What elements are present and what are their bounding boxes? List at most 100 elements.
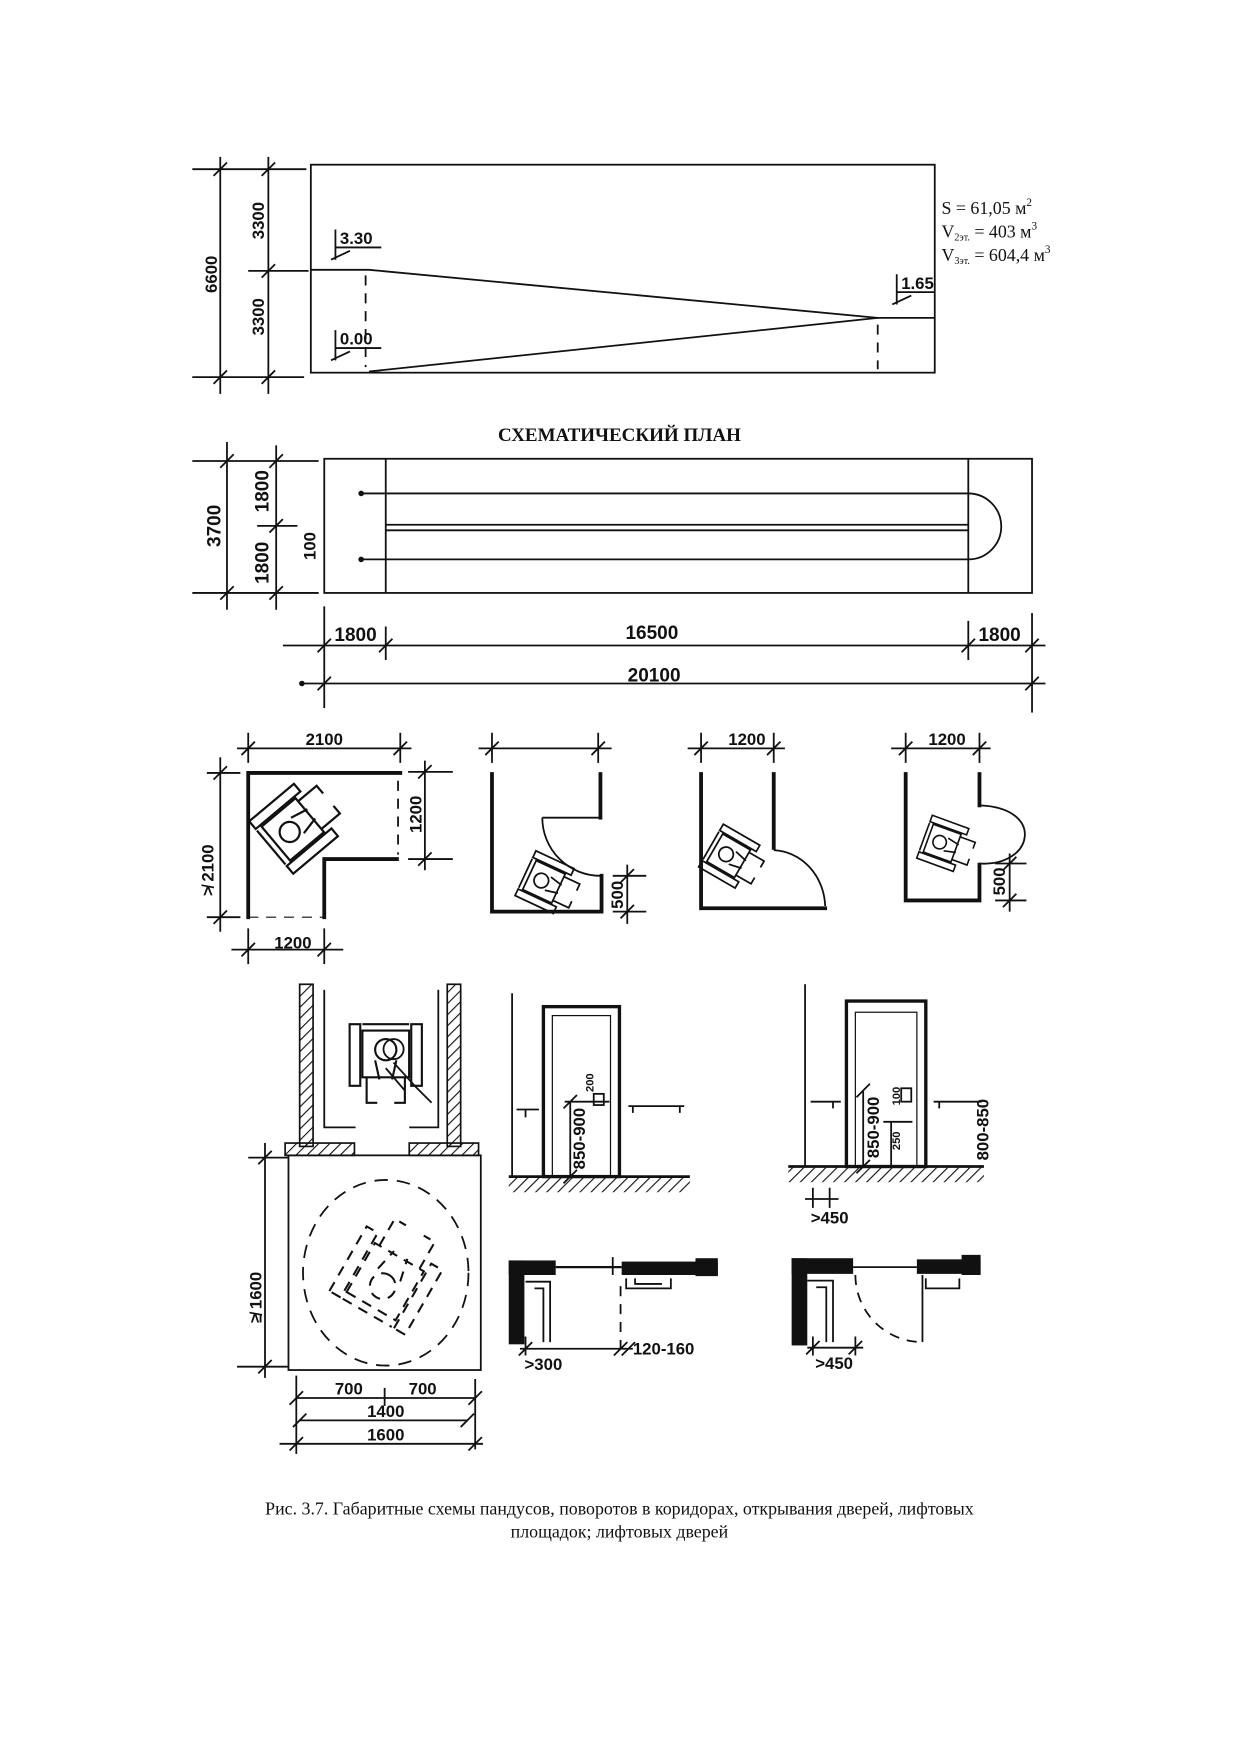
door-swing-arc <box>541 817 601 877</box>
dim-landing-left: 1800 <box>334 625 376 646</box>
wall-end-block <box>961 1254 981 1275</box>
shaft-wall-right <box>446 983 462 1148</box>
wall-top-right <box>621 1261 718 1275</box>
landing-area <box>287 1154 482 1371</box>
door-jamb <box>525 1257 614 1343</box>
side-clearance-dimension <box>805 1187 839 1208</box>
corridor-door-side: 1200 500 <box>891 730 1027 912</box>
door-frame <box>844 999 928 1169</box>
lift-door-elevation-right: 850-900 100 250 800-850 >450 <box>788 984 992 1228</box>
turning-circle <box>302 1179 470 1367</box>
area-label: S = 61,05 м2 <box>941 197 1032 218</box>
volume-2-sup: 3 <box>1031 221 1037 233</box>
volume-2-label: V2эт. = 403 м3 <box>941 221 1037 244</box>
dim-lift-width: 1600 <box>367 1425 404 1444</box>
lift-car-outline <box>323 989 440 1129</box>
dim-divider: 100 <box>300 532 319 560</box>
ramp-section: 6600 3300 3300 3.30 0.00 1.65 S = 61,05 … <box>192 156 1051 394</box>
plan-left-dimensions <box>192 441 319 610</box>
dim-l-turn-opening-bottom: 1200 <box>274 934 311 953</box>
wheelchair-icon <box>348 1023 423 1104</box>
wall-end-block <box>695 1258 718 1277</box>
dimension-ticks <box>693 741 782 756</box>
dim-lane-upper: 1800 <box>252 470 273 512</box>
handrail-end-lower <box>358 556 364 563</box>
level-mark-upper: 3.30 <box>330 229 382 261</box>
handrail-left <box>810 1100 841 1109</box>
call-button <box>900 1087 913 1103</box>
lift-door-elevation-left: 850-900 200 <box>508 993 690 1193</box>
volume-3-symbol: V <box>941 245 954 265</box>
plan-handrail <box>361 492 1003 561</box>
dim-door-outward-width: 1200 <box>728 730 765 749</box>
plan-dimension-line <box>805 1336 864 1356</box>
area-sup: 2 <box>1026 197 1032 209</box>
corridor-door-outward: 1200 <box>687 730 828 911</box>
door-inward-walls <box>490 772 604 914</box>
level-bottom-text: 0.00 <box>340 330 373 349</box>
handrail-end-upper <box>358 490 364 497</box>
person-arm <box>385 1061 433 1104</box>
floor-hatch <box>508 1177 690 1193</box>
l-turn-inner-wall <box>322 857 399 920</box>
l-turn-dimension-lines <box>206 732 453 965</box>
handrail-right <box>628 1105 685 1113</box>
dim-side-clearance: >450 <box>811 1209 849 1228</box>
figure-caption-line-1: Рис. 3.7. Габаритные схемы пандусов, пов… <box>265 1498 974 1518</box>
volume-3-value: = 604,4 м <box>970 245 1045 265</box>
area-text: S = 61,05 м <box>941 198 1026 218</box>
call-button <box>592 1092 605 1106</box>
dim-button-height: 850-900 <box>864 1097 883 1159</box>
dimension-ticks <box>219 453 284 601</box>
volume-2-sub: 2эт. <box>954 233 969 244</box>
dim-upper-height: 3300 <box>249 202 268 239</box>
figure-caption-line-2: площадок; лифтовых дверей <box>511 1522 729 1542</box>
floor-hatch <box>788 1167 984 1183</box>
volume-3-sup: 3 <box>1045 244 1051 256</box>
handrail-plan <box>924 1278 961 1290</box>
dim-door-side-width: 1200 <box>928 730 965 749</box>
dim-ramp-length: 16500 <box>625 623 678 644</box>
dim-button-size: 100 <box>891 1087 903 1106</box>
handrail-plan <box>625 1278 672 1290</box>
dim-side-clearance: >300 <box>525 1355 563 1374</box>
wall-column <box>508 1260 525 1345</box>
l-turn-outer-wall <box>246 771 403 920</box>
dim-lift-depth: ≱ 1600 <box>247 1272 266 1323</box>
plan-title: СХЕМАТИЧЕСКИЙ ПЛАН <box>498 424 741 446</box>
dim-landing-right: 1800 <box>978 625 1020 646</box>
ramp-upper-flight <box>310 268 935 319</box>
dimension-ticks <box>898 741 1018 908</box>
volume-3-label: V3эт. = 604,4 м3 <box>941 244 1050 267</box>
dim-lower: 250 <box>891 1131 903 1150</box>
dim-door-inward-clearance: 500 <box>608 881 627 909</box>
plan-dimension-line <box>518 1336 636 1357</box>
wall-top-left <box>791 1258 854 1274</box>
dimension-ticks <box>212 161 276 385</box>
ramp-dimension-lines <box>192 156 309 394</box>
volume-2-value: = 403 м <box>970 221 1032 241</box>
door-jamb <box>807 1279 834 1343</box>
corridor-door-inward: 500 <box>478 732 647 924</box>
door-outward-walls <box>699 772 828 911</box>
lift-door-plan-left: >300 120-160 <box>508 1257 718 1374</box>
corridor-l-turn: 2100 1200 ≯ 2100 1200 <box>199 730 453 965</box>
ramp-outline <box>309 163 936 374</box>
level-mark-bottom: 0.00 <box>330 330 382 362</box>
level-mark-middle: 1.65 <box>891 274 935 306</box>
door-side-walls <box>903 772 982 903</box>
wall-column <box>791 1258 808 1346</box>
dim-side-clearance: >450 <box>815 1354 853 1373</box>
level-upper-text: 3.30 <box>340 229 373 248</box>
height-dimension-lines <box>855 1083 913 1174</box>
dim-gap: 120-160 <box>633 1339 695 1358</box>
lift-platform: ≱ 1600 700 700 1400 1600 <box>237 983 484 1454</box>
dim-lower-height: 3300 <box>249 298 268 335</box>
dim-turn-diameter: 1400 <box>367 1402 404 1421</box>
wall-top-left <box>508 1260 556 1275</box>
shaft-wall-left <box>298 983 314 1148</box>
dim-total-length: 20100 <box>628 665 681 686</box>
sill-left <box>284 1142 356 1157</box>
wheelchair-icon <box>915 814 980 876</box>
dimension-ticks <box>257 1150 483 1452</box>
